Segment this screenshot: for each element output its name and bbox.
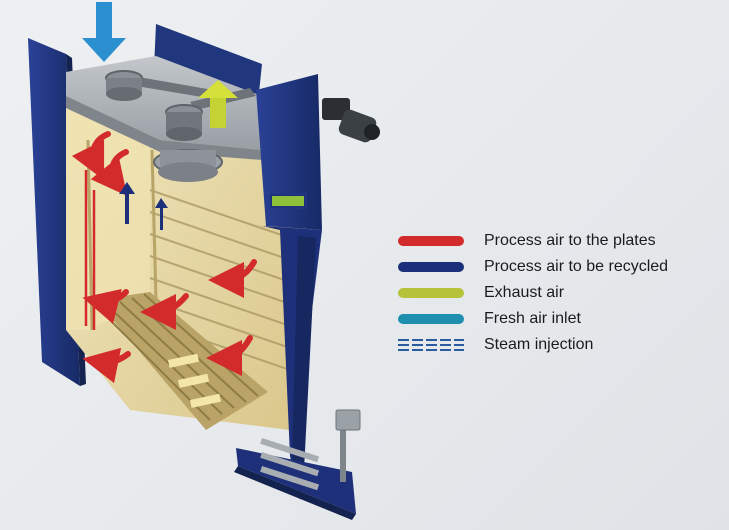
exhaust-up-arrow-icon — [198, 80, 238, 128]
process-air-arrow — [208, 259, 257, 298]
recycled-air-arrow — [155, 198, 168, 230]
legend-item-exhaust-air: Exhaust air — [398, 280, 718, 306]
legend-swatch — [398, 288, 464, 298]
legend-item-process-air-plates: Process air to the plates — [398, 228, 718, 254]
legend-item-steam-injection: Steam injection — [398, 332, 718, 358]
fresh-air-down-arrow-icon — [82, 2, 126, 62]
sensor-camera — [322, 98, 380, 143]
legend-swatch — [398, 314, 464, 324]
process-air-arrow — [90, 149, 129, 197]
legend-label: Process air to the plates — [484, 232, 656, 249]
legend-label: Fresh air inlet — [484, 310, 581, 327]
legend-label: Steam injection — [484, 336, 594, 353]
process-air-arrows — [71, 131, 257, 384]
process-air-arrow — [206, 335, 253, 376]
process-air-arrow — [82, 347, 131, 384]
legend-label: Exhaust air — [484, 284, 565, 301]
status-indicator-panel — [269, 193, 307, 209]
legend-label: Process air to be recycled — [484, 258, 669, 275]
recycled-air-arrows — [119, 182, 168, 230]
process-air-arrow — [82, 288, 129, 324]
legend: Process air to the plates Process air to… — [398, 228, 718, 358]
steam-dashes-icon — [398, 339, 464, 351]
process-air-arrow — [140, 293, 189, 330]
legend-item-fresh-air-inlet: Fresh air inlet — [398, 306, 718, 332]
legend-swatch — [398, 262, 464, 272]
legend-swatch — [398, 236, 464, 246]
process-air-lines — [84, 170, 96, 330]
back-wall-panel — [154, 24, 262, 102]
motor-icon — [105, 70, 203, 141]
recycled-air-arrow — [119, 182, 135, 224]
lever-handle — [335, 409, 361, 482]
legend-item-process-air-recycled: Process air to be recycled — [398, 254, 718, 280]
base-frame — [234, 438, 356, 520]
right-frame — [256, 74, 322, 500]
fan-icon — [153, 149, 223, 182]
